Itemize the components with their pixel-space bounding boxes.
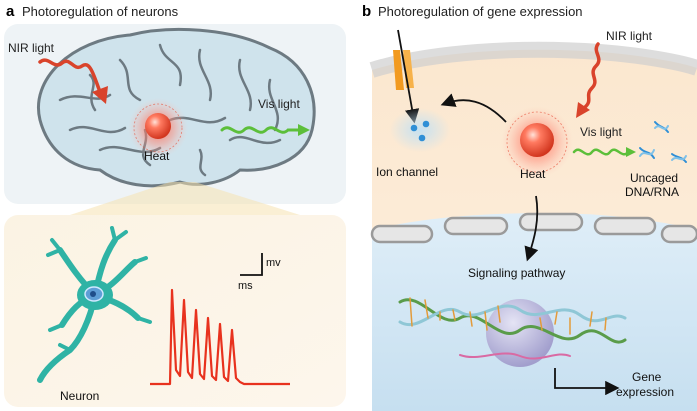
heat-sphere-a [145,113,171,139]
signaling-pathway-label: Signaling pathway [468,266,565,280]
neuron-illustration [37,226,152,383]
vis-arrow-b [572,147,636,157]
nir-arrow-a [38,58,108,104]
scale-bar-time-label: ms [238,280,253,292]
zoom-cone [70,182,300,215]
heat-label-a: Heat [144,149,170,163]
vis-arrow-a [220,124,310,136]
action-potential-trace [150,288,290,386]
neuron-panel-background [4,215,346,407]
gene-expression-label-line1: Gene [632,370,662,384]
vis-label-a: Vis light [258,97,300,111]
panel-b-title: Photoregulation of gene expression [378,4,583,19]
scale-bar-voltage-label: mv [266,257,281,269]
uncaged-label-line1: Uncaged [630,171,678,185]
nir-label-a: NIR light [8,41,55,55]
transcription-complex [486,299,554,367]
neuron-label: Neuron [60,389,99,403]
nuclear-envelope [370,212,697,244]
nir-label-b: NIR light [606,29,653,43]
heat-label-b: Heat [520,167,546,181]
panel-b-letter: b [362,3,371,20]
heat-sphere-b [520,123,554,157]
scale-bar [240,253,263,276]
heat-ring-b [506,111,568,173]
ions [410,120,430,142]
panel-a-letter: a [6,3,15,20]
nir-arrow-b [576,42,601,118]
gene-expression-arrow [554,368,620,396]
heat-ring-a [133,103,183,153]
cell-membrane-outer [369,41,697,78]
panel-a-title: Photoregulation of neurons [22,4,179,19]
dna-fragments [639,121,687,163]
ion-channel-label: Ion channel [376,165,438,179]
ion-entry-arrow [397,29,420,124]
dna-double-helix [398,297,627,360]
uncaged-label-line2: DNA/RNA [625,185,679,199]
ion-cloud [390,108,450,152]
heat-to-ion-arrow [440,93,507,123]
heat-to-signaling-arrow [524,195,539,262]
neuron-nucleolus [90,291,96,297]
vis-label-b: Vis light [580,125,622,139]
gene-expression-label-line2: expression [616,385,674,399]
